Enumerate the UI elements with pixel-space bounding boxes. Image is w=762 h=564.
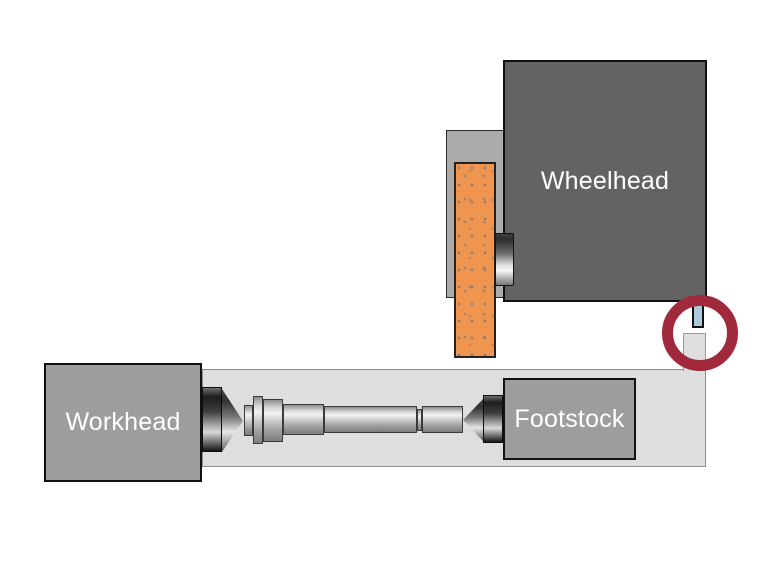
footstock-spindle [483,395,503,443]
workhead-box: Workhead [44,363,202,482]
footstock-label: Footstock [514,404,625,433]
wheelhead-label: Wheelhead [540,166,670,195]
workhead-label: Workhead [65,408,181,436]
footstock-box: Footstock [503,378,636,460]
highlight-ring-icon [662,295,738,371]
workhead-spindle [202,387,222,452]
workpiece-neck [417,409,422,431]
wheel-hub [495,233,514,286]
footstock-center-cone [463,399,483,441]
workhead-center-cone [222,389,243,452]
workpiece-segment [422,406,463,433]
workpiece-segment [283,404,324,435]
grinding-wheel [454,162,496,358]
workpiece-collar [263,399,283,442]
workpiece-shaft [324,406,417,433]
workpiece-segment [244,405,253,436]
wheelhead-box: Wheelhead [503,60,707,302]
workpiece-flange [253,396,263,444]
